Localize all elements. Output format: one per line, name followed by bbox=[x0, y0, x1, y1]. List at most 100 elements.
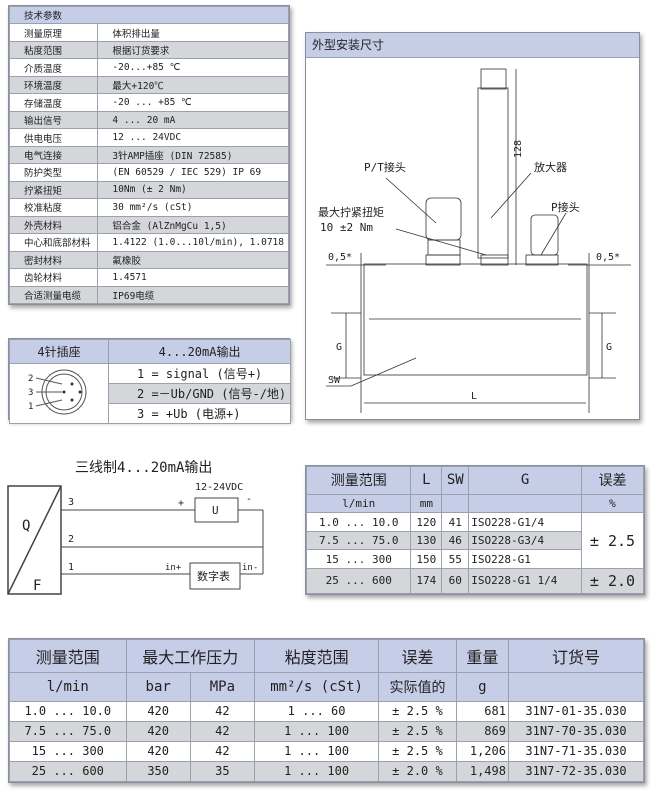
pin-row-3: 3 = +Ub (电源+) bbox=[107, 403, 292, 424]
table-cell: 31N7-70-35.030 bbox=[507, 720, 645, 742]
spec-label: 电气连接 bbox=[8, 145, 99, 165]
spec-label: 环境温度 bbox=[8, 75, 99, 95]
gap-left: 0,5* bbox=[328, 252, 352, 263]
table-cell: 41 bbox=[441, 512, 470, 532]
table-cell: 420 bbox=[125, 720, 191, 742]
spec-row: 测量原理体积排出量 bbox=[8, 23, 289, 42]
error-value: ± 2.0 bbox=[580, 567, 645, 595]
pin-2-label: 2 bbox=[28, 374, 33, 384]
table-cell: 55 bbox=[441, 549, 470, 569]
pin-row-2: 2 =－Ub/GND (信号-/地) bbox=[107, 383, 292, 404]
error-value: ± 2.5 bbox=[580, 512, 645, 569]
table-cell: 1.0 ... 10.0 bbox=[9, 700, 127, 722]
spec-row: 介质温度-20...+85 ℃ bbox=[8, 58, 289, 77]
table-cell: ISO228-G1 bbox=[468, 549, 582, 569]
table-cell: 350 bbox=[125, 760, 191, 783]
table-cell: 31N7-71-35.030 bbox=[507, 740, 645, 762]
table-cell: 681 bbox=[455, 700, 509, 722]
column-unit: g bbox=[455, 672, 509, 702]
column-unit: mm bbox=[410, 493, 443, 514]
pin-diagram: 2 3 1 bbox=[9, 363, 109, 424]
table-cell: 42 bbox=[189, 700, 255, 722]
table-cell: 1 ... 100 bbox=[253, 720, 380, 742]
torque-label: 最大拧紧扭矩 bbox=[318, 205, 384, 219]
column-unit: l/min bbox=[305, 493, 412, 514]
table-cell: 1 ... 100 bbox=[253, 740, 380, 762]
column-header: 误差 bbox=[378, 638, 457, 674]
plus-label: + bbox=[178, 498, 184, 509]
l-label: L bbox=[471, 391, 477, 402]
torque-value: 10 ±2 Nm bbox=[320, 221, 373, 234]
spec-value: 10Nm (± 2 Nm) bbox=[97, 180, 289, 200]
socket-icon: 2 3 1 bbox=[28, 369, 87, 415]
g-left: G bbox=[336, 342, 342, 353]
wiring-title: 三线制4...20mA输出 bbox=[75, 460, 212, 476]
column-unit: mm²/s (cSt) bbox=[253, 672, 380, 702]
meter-label: 数字表 bbox=[197, 569, 230, 583]
table-cell: 1,498 bbox=[455, 760, 509, 783]
wire-2-label: 2 bbox=[68, 534, 74, 545]
table-cell: 15 ... 300 bbox=[9, 740, 127, 762]
table-cell: 7.5 ... 75.0 bbox=[305, 530, 412, 551]
pin-1-label: 1 bbox=[28, 402, 33, 412]
pin-row-1: 1 = signal (信号+) bbox=[107, 363, 292, 384]
table-cell: ± 2.5 % bbox=[378, 740, 457, 762]
spec-label: 输出信号 bbox=[8, 110, 99, 130]
table-cell: 42 bbox=[189, 720, 255, 742]
q-label: Q bbox=[22, 518, 30, 534]
spec-row: 防护类型(EN 60529 / IEC 529) IP 69 bbox=[8, 163, 289, 182]
column-header: SW bbox=[441, 466, 470, 495]
column-header: 测量范围 bbox=[9, 638, 127, 674]
spec-value: 30 mm²/s (cSt) bbox=[97, 198, 289, 217]
column-header: 误差 bbox=[580, 466, 645, 495]
column-header: 测量范围 bbox=[305, 466, 412, 495]
column-header: G bbox=[468, 466, 582, 495]
amplifier-body bbox=[477, 87, 509, 259]
table-cell: 1 ... 100 bbox=[253, 760, 380, 783]
spec-label: 齿轮材料 bbox=[8, 268, 99, 287]
spec-value: 铝合金 (AlZnMgCu 1,5) bbox=[97, 215, 289, 235]
table-cell: 25 ... 600 bbox=[9, 760, 127, 783]
table-cell: 869 bbox=[455, 720, 509, 742]
spec-row: 粘度范围根据订货要求 bbox=[8, 40, 289, 60]
pt-connector-label: P/T接头 bbox=[364, 161, 406, 174]
spec-value: 氟橡胶 bbox=[97, 250, 289, 270]
spec-label: 测量原理 bbox=[8, 23, 99, 42]
table-cell: ISO228-G1/4 bbox=[468, 512, 582, 532]
table-cell: 46 bbox=[441, 530, 470, 551]
spec-value: IP69电缆 bbox=[97, 285, 289, 304]
pin-3-label: 3 bbox=[28, 388, 33, 398]
table-cell: ± 2.5 % bbox=[378, 700, 457, 722]
g-right: G bbox=[606, 342, 612, 353]
table-cell: 35 bbox=[189, 760, 255, 783]
f-label: F bbox=[33, 578, 41, 594]
column-header: L bbox=[410, 466, 443, 495]
spec-row: 密封材料氟橡胶 bbox=[8, 250, 289, 270]
column-header: 最大工作压力 bbox=[125, 638, 255, 674]
spec-label: 存储温度 bbox=[8, 93, 99, 112]
table-cell: 120 bbox=[410, 512, 443, 532]
spec-label: 外壳材料 bbox=[8, 215, 99, 235]
amplifier-cap bbox=[480, 68, 507, 90]
column-unit: MPa bbox=[189, 672, 255, 702]
spec-value: 3针AMP插座 (DIN 72585) bbox=[97, 145, 289, 165]
column-unit: l/min bbox=[9, 672, 127, 702]
table-cell: 150 bbox=[410, 549, 443, 569]
spec-title: 技术参数 bbox=[9, 5, 289, 25]
spec-label: 密封材料 bbox=[8, 250, 99, 270]
table-cell: 1.0 ... 10.0 bbox=[305, 512, 412, 532]
column-unit: % bbox=[580, 493, 645, 514]
table-cell: 7.5 ... 75.0 bbox=[9, 720, 127, 742]
